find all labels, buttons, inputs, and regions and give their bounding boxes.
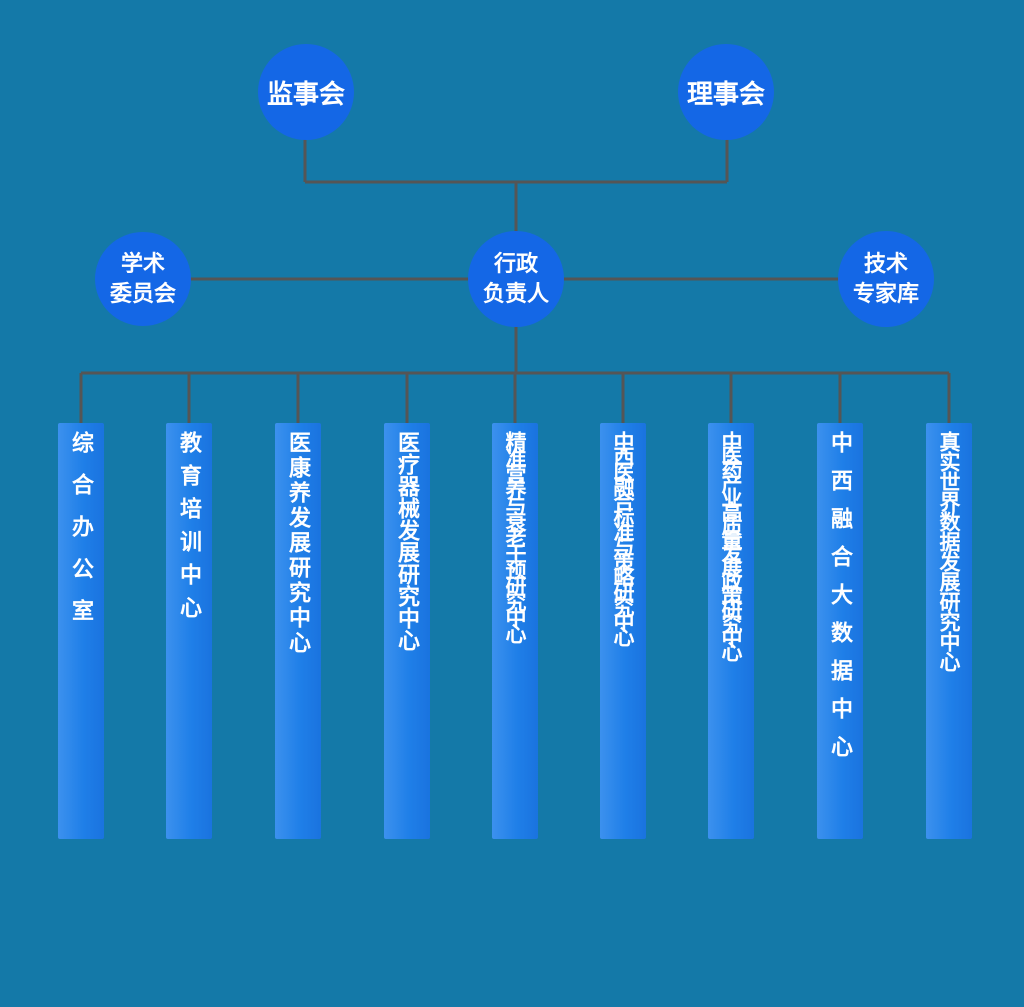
board-of-directors-node: 理事会 [678,44,774,140]
administrative-head-node: 行政 负责人 [468,231,564,327]
department-precision-nutrition: 精准营养与衰老干预研究中心 [492,423,538,839]
department-health-care-elderly: 医康养发展研究中心 [275,423,321,839]
board-of-directors-label: 理事会 [686,79,765,110]
department-medical-devices: 医疗器械发展研究中心 [384,423,430,839]
department-label: 医疗器械发展研究中心 [394,431,420,651]
department-label: 教育培训中心 [176,431,202,629]
department-label: 中西融合大数据中心 [827,431,853,773]
department-general-office: 综合办公室 [58,423,104,839]
department-label: 医康养发展研究中心 [285,431,311,656]
technical-expert-pool-label-line1: 技术 [863,251,908,277]
academic-committee-label-line2: 委员会 [109,281,176,307]
department-integrated-big-data: 中西融合大数据中心 [817,423,863,839]
administrative-head-label-line1: 行政 [493,251,538,277]
department-label: 真实世界数据发展研究中心 [937,431,962,671]
department-real-world-data: 真实世界数据发展研究中心 [926,423,972,839]
department-label: 中西医融合标准与策略研究中心 [611,431,636,641]
supervisory-board-node: 监事会 [258,44,354,140]
academic-committee-label-line1: 学术 [120,251,165,277]
technical-expert-pool-node: 技术 专家库 [838,231,934,327]
academic-committee-node: 学术 委员会 [95,232,191,326]
department-tcm-industry-policy: 中医药产业高质量发展政策研究中心 [708,423,754,839]
department-integrated-medicine-standards: 中西医融合标准与策略研究中心 [600,423,646,839]
department-label: 综合办公室 [68,431,94,641]
department-label: 精准营养与衰老干预研究中心 [503,431,528,639]
department-label: 中医药产业高质量发展政策研究中心 [719,431,744,655]
department-education-training: 教育培训中心 [166,423,212,839]
supervisory-board-label: 监事会 [266,79,345,110]
administrative-head-label-line2: 负责人 [482,281,549,307]
technical-expert-pool-label-line2: 专家库 [852,281,919,307]
